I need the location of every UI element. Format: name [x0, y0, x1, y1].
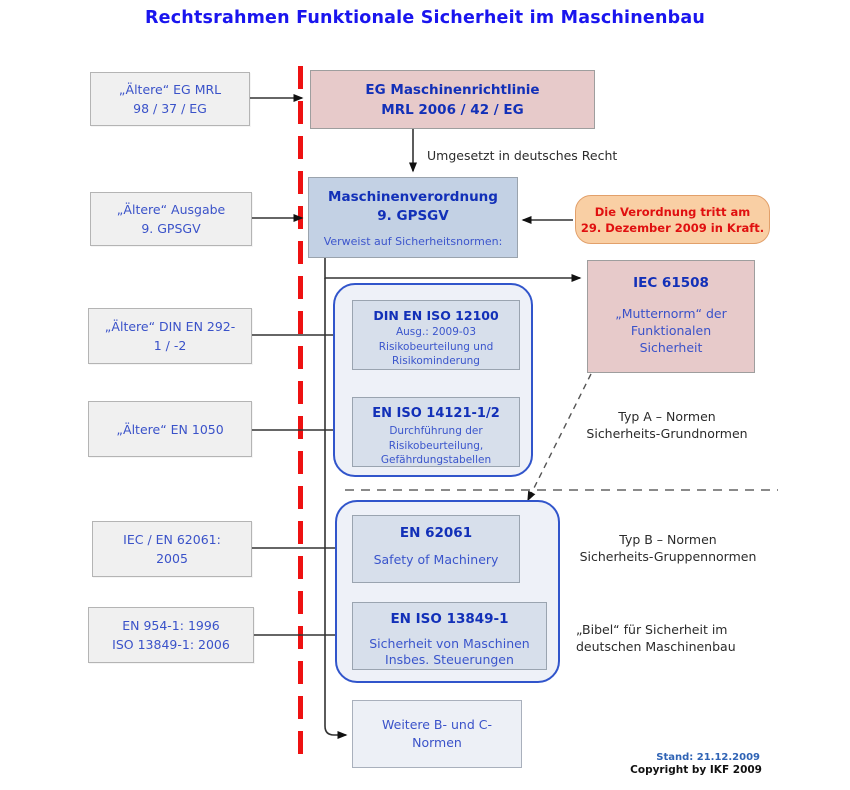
verordnung-title-line: 9. GPSGV	[377, 208, 449, 224]
legacy-box-gpsgv: „Ältere“ Ausgabe 9. GPSGV	[90, 192, 252, 246]
weitere-line: Weitere B- und C-	[382, 717, 492, 732]
legacy-box-line: 1 / -2	[153, 338, 187, 353]
bibel-line: „Bibel“ für Sicherheit im	[576, 622, 728, 637]
eg-directive-box: EG Maschinenrichtlinie MRL 2006 / 42 / E…	[310, 70, 595, 129]
iso12100-box: DIN EN ISO 12100 Ausg.: 2009-03 Risikobe…	[352, 300, 520, 370]
iso12100-line: Risikobeurteilung und	[378, 340, 494, 353]
iec61508-line: Funktionalen	[630, 323, 712, 338]
iec61508-box: IEC 61508 „Mutternorm“ der Funktionalen …	[587, 260, 755, 373]
iec61508-title: IEC 61508	[633, 275, 709, 291]
verordnung-subnote: Verweist auf Sicherheitsnormen:	[323, 235, 503, 248]
iso14121-line: Durchführung der	[389, 425, 483, 437]
legacy-box-line: IEC / EN 62061:	[123, 532, 221, 547]
iso13849-line: Sicherheit von Maschinen	[369, 636, 530, 651]
verordnung-title-line: Maschinenverordnung	[328, 189, 498, 205]
iso12100-line: Ausg.: 2009-03	[395, 326, 477, 338]
legacy-box-line: „Ältere“ Ausgabe	[116, 202, 226, 217]
legacy-box-iec62061: IEC / EN 62061: 2005	[92, 521, 252, 577]
legacy-box-line: „Ältere“ EG MRL	[118, 82, 222, 97]
en62061-line: Safety of Machinery	[373, 552, 499, 567]
legacy-box-line: EN 954-1: 1996	[122, 618, 220, 633]
legacy-box-line: „Ältere“ DIN EN 292-	[104, 319, 236, 334]
typ-a-line: Sicherheits-Grundnormen	[586, 426, 748, 441]
iso14121-box: EN ISO 14121-1/2 Durchführung der Risiko…	[352, 397, 520, 467]
bibel-label: „Bibel“ für Sicherheit im deutschen Masc…	[576, 621, 786, 655]
weitere-normen-box: Weitere B- und C- Normen	[352, 700, 522, 768]
iso14121-title: EN ISO 14121-1/2	[372, 406, 500, 421]
eg-directive-line: EG Maschinenrichtlinie	[365, 81, 540, 98]
typ-a-line: Typ A – Normen	[618, 409, 716, 424]
en62061-box: EN 62061 Safety of Machinery	[352, 515, 520, 583]
iso14121-line: Risikobeurteilung,	[388, 439, 484, 452]
typ-b-label: Typ B – Normen Sicherheits-Gruppennormen	[555, 531, 781, 565]
iso13849-box: EN ISO 13849-1 Sicherheit von Maschinen …	[352, 602, 547, 670]
legacy-box-eg-mrl: „Ältere“ EG MRL 98 / 37 / EG	[90, 72, 250, 126]
typ-b-line: Sicherheits-Gruppennormen	[579, 549, 757, 564]
old-new-divider-dashed-line	[298, 66, 303, 756]
iec61508-line: Sicherheit	[639, 340, 703, 355]
stand-date-label: Stand: 21.12.2009	[656, 752, 760, 763]
iso13849-line: Insbes. Steuerungen	[385, 652, 514, 667]
inforce-note-line: 29. Dezember 2009 in Kraft.	[580, 220, 765, 235]
copyright-label: Copyright by IKF 2009	[630, 764, 762, 776]
transposition-label: Umgesetzt in deutsches Recht	[427, 148, 618, 163]
legacy-box-line: ISO 13849-1: 2006	[112, 637, 230, 652]
legacy-box-line: 98 / 37 / EG	[133, 101, 207, 116]
arrow-verordnung-to-iec61508	[324, 258, 582, 282]
typ-a-label: Typ A – Normen Sicherheits-Grundnormen	[557, 408, 777, 442]
legacy-box-line: 2005	[156, 551, 188, 566]
iec61508-line: „Mutternorm“ der	[615, 306, 727, 321]
legacy-box-en954: EN 954-1: 1996 ISO 13849-1: 2006	[88, 607, 254, 663]
iso14121-line: Gefährdungstabellen	[380, 454, 492, 466]
legacy-box-en1050: „Ältere“ EN 1050	[88, 401, 252, 457]
bibel-line: deutschen Maschinenbau	[576, 639, 736, 654]
legacy-box-line: 9. GPSGV	[141, 221, 201, 236]
inforce-note-line: Die Verordnung tritt am	[594, 204, 751, 219]
en62061-title: EN 62061	[399, 525, 473, 541]
legacy-box-line: „Ältere“ EN 1050	[116, 421, 224, 437]
iso13849-title: EN ISO 13849-1	[390, 611, 509, 627]
iso12100-title: DIN EN ISO 12100	[373, 308, 499, 323]
legacy-box-din292: „Ältere“ DIN EN 292- 1 / -2	[88, 308, 252, 364]
eg-directive-line: MRL 2006 / 42 / EG	[381, 101, 524, 118]
iso12100-line: Risikominderung	[392, 355, 480, 367]
typ-b-line: Typ B – Normen	[619, 532, 717, 547]
inforce-note: Die Verordnung tritt am 29. Dezember 200…	[575, 195, 770, 244]
verordnung-box: Maschinenverordnung 9. GPSGV Verweist au…	[308, 177, 518, 258]
page-title: Rechtsrahmen Funktionale Sicherheit im M…	[144, 8, 706, 28]
weitere-line: Normen	[412, 735, 462, 750]
